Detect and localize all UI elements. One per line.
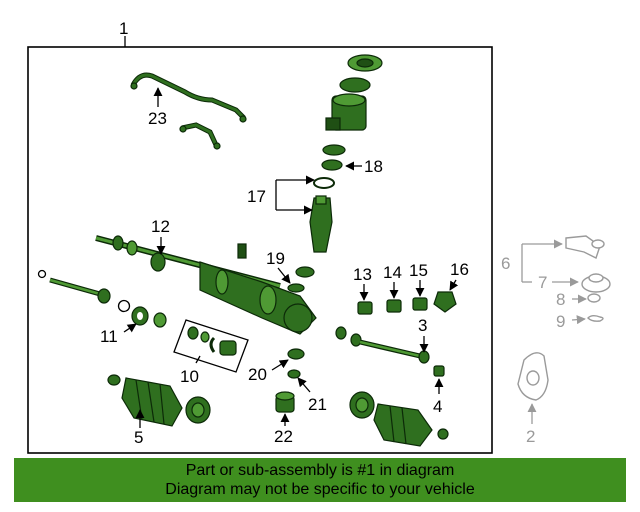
nut-15-part[interactable] [412,297,428,311]
callout-20[interactable]: 20 [248,365,267,384]
cap-16-part[interactable] [433,291,457,313]
info-banner: Part or sub-assembly is #1 in diagram Di… [14,458,626,502]
tie-rod-end-6-part[interactable] [565,235,605,259]
fitting-part[interactable] [335,326,347,340]
callout-20-leader [271,359,289,371]
lock-ring-part[interactable] [117,299,131,313]
callout-11[interactable]: 11 [100,327,118,346]
seal-21-part[interactable] [287,369,301,379]
bushing-22-part[interactable] [275,391,295,413]
tie-rod-right-3-part[interactable] [350,333,430,364]
nut-4-part[interactable] [433,365,445,377]
callout-12[interactable]: 12 [151,217,170,236]
callout-10-leader [195,355,201,364]
cotter-pin-9-part[interactable] [587,315,604,322]
seal-20-part[interactable] [287,348,305,360]
callout-9-leader [571,315,586,325]
callout-10[interactable]: 10 [180,367,199,386]
boot-right-part[interactable] [349,391,449,447]
bracket-2-part[interactable] [517,352,549,401]
callout-13[interactable]: 13 [353,265,372,284]
pinion-shaft-part[interactable] [309,177,335,253]
callout-11-leader [123,323,137,333]
callout-5[interactable]: 5 [134,428,143,447]
nut-8-part[interactable] [587,293,601,303]
ball-joint-7-part[interactable] [581,273,611,293]
callout-1[interactable]: 1 [119,19,128,38]
callout-21-leader [297,377,311,393]
seal-ring-18-part[interactable] [321,159,343,171]
rack-assembly-part[interactable] [95,235,317,335]
assembly-frame [27,46,493,454]
bushing-11-part[interactable] [131,306,167,328]
callout-18[interactable]: 18 [364,157,383,176]
callout-16[interactable]: 16 [450,260,469,279]
nut-14-part[interactable] [386,299,402,313]
callout-9[interactable]: 9 [556,312,565,331]
callout-6[interactable]: 6 [501,254,510,273]
callout-14[interactable]: 14 [383,263,402,282]
callout-15[interactable]: 15 [409,261,428,280]
callout-8[interactable]: 8 [556,290,565,309]
repair-kit-10-part[interactable] [173,319,249,373]
seal-ring-part[interactable] [295,266,315,278]
banner-line-2: Diagram may not be specific to your vehi… [165,481,475,498]
callout-4[interactable]: 4 [433,397,442,416]
callout-19-leader [277,267,291,284]
callout-21[interactable]: 21 [308,395,327,414]
valve-housing-part[interactable] [322,54,383,156]
washer-part[interactable] [37,269,47,279]
callout-22[interactable]: 22 [274,427,293,446]
callout-17[interactable]: 17 [247,187,266,206]
seal-19-part[interactable] [287,283,305,293]
pressure-tube-part[interactable] [130,72,247,150]
callout-7[interactable]: 7 [538,273,547,292]
nut-13-part[interactable] [357,301,373,315]
callout-23[interactable]: 23 [148,109,167,128]
callout-19[interactable]: 19 [266,249,285,268]
banner-line-1: Part or sub-assembly is #1 in diagram [185,462,455,479]
callout-16-leader [449,279,459,291]
tie-rod-left-part[interactable] [49,277,111,304]
callout-3[interactable]: 3 [418,316,427,335]
callout-2[interactable]: 2 [526,427,535,446]
